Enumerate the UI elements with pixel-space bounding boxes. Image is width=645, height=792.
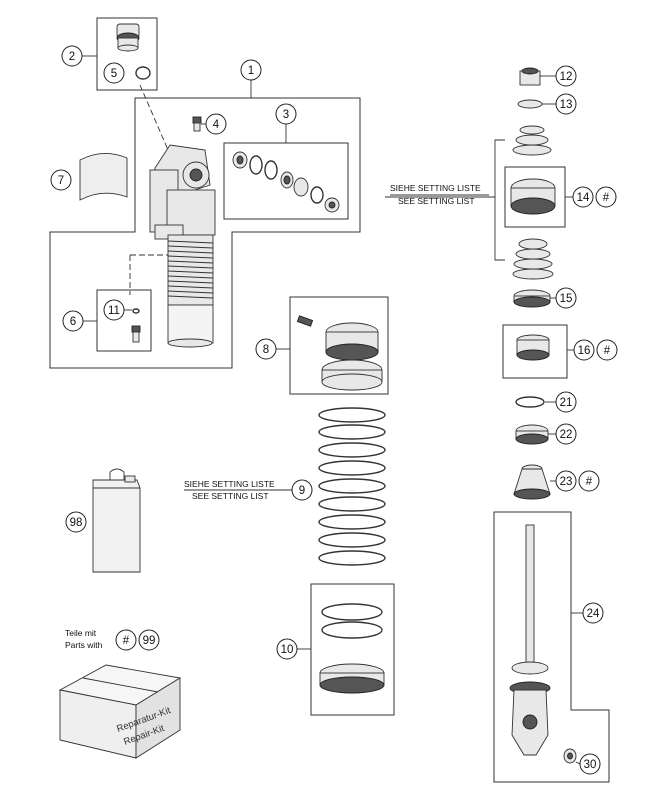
spring-seat-part-10 — [319, 603, 385, 694]
callout-22: 22 — [555, 423, 577, 445]
callout-99: 99 — [138, 629, 160, 651]
callout-3-label: 3 — [283, 109, 289, 121]
bump-rubber-part-23 — [513, 464, 551, 500]
callout-7-label: 7 — [58, 175, 64, 187]
setting-label-spring-en: SEE SETTING LIST — [192, 491, 269, 501]
shock-absorber-body — [149, 144, 216, 348]
callout-8: 8 — [255, 338, 277, 360]
callout-15: 15 — [555, 287, 577, 309]
callout-21: 21 — [555, 391, 577, 413]
callout-98: 98 — [65, 511, 87, 533]
repair-kit-box — [58, 664, 182, 759]
heat-shield-part-7 — [79, 153, 128, 201]
part-15 — [513, 289, 551, 308]
hash-99-label: # — [123, 635, 130, 647]
bushing-part-30 — [563, 748, 577, 764]
seal-kit-part-3 — [232, 151, 340, 213]
hash-14: # — [595, 186, 617, 208]
callout-4: 4 — [205, 113, 227, 135]
callout-1: 1 — [240, 59, 262, 81]
kit-note-line1: Teile mit — [65, 628, 97, 638]
callout-7: 7 — [50, 169, 72, 191]
o-ring-part-5 — [135, 66, 151, 80]
callout-14-label: 14 — [577, 192, 590, 204]
part-22 — [515, 424, 549, 445]
callout-10-label: 10 — [281, 644, 294, 656]
group-10-frame — [310, 583, 395, 716]
hash-23: # — [578, 470, 600, 492]
seal-head-part-16 — [516, 334, 550, 361]
callout-1-label: 1 — [248, 65, 254, 77]
callout-12: 12 — [555, 65, 577, 87]
kit-note-line2: Parts with — [65, 640, 103, 650]
callout-22-label: 22 — [560, 429, 573, 441]
valve-part-6 — [131, 325, 141, 343]
callout-24: 24 — [582, 602, 604, 624]
washer-part-13 — [517, 99, 543, 109]
oil-can-part-98 — [92, 468, 141, 573]
hash-99: # — [115, 629, 137, 651]
callout-4-label: 4 — [213, 119, 220, 131]
callout-21-label: 21 — [560, 397, 573, 409]
callout-6: 6 — [62, 310, 84, 332]
group-2-frame — [96, 17, 158, 91]
main-spring-part-9 — [318, 407, 386, 566]
callout-23: 23 — [555, 470, 577, 492]
callout-5-label: 5 — [111, 68, 117, 80]
callout-9-label: 9 — [299, 485, 305, 497]
group-8-frame — [289, 296, 389, 395]
callout-16: 16 — [573, 339, 595, 361]
callout-12-label: 12 — [560, 71, 573, 83]
setting-label-spring-de: SIEHE SETTING LISTE — [184, 479, 275, 489]
callout-15-label: 15 — [560, 293, 573, 305]
hash-16-label: # — [604, 345, 611, 357]
callout-13-label: 13 — [560, 99, 573, 111]
nut-part-12 — [519, 67, 541, 86]
callout-30-label: 30 — [584, 759, 597, 771]
adjuster-cap-part-2 — [116, 23, 140, 52]
callout-2-label: 2 — [69, 51, 75, 63]
callout-24-label: 24 — [587, 608, 600, 620]
callout-3: 3 — [275, 103, 297, 125]
spring-retainer-part-8 — [296, 315, 383, 391]
callout-2: 2 — [61, 45, 83, 67]
group-24-frame — [493, 511, 610, 783]
group-1-frame — [49, 97, 361, 369]
setting-label-top-de: SIEHE SETTING LISTE — [390, 183, 481, 193]
callout-14: 14 — [572, 186, 594, 208]
piston-rod-part-24 — [509, 524, 551, 756]
shim-stack-upper — [512, 125, 552, 156]
callout-11: 11 — [103, 299, 125, 321]
hash-14-label: # — [603, 192, 610, 204]
callout-5: 5 — [103, 62, 125, 84]
circlip-part-21 — [515, 396, 545, 408]
shim-stack-lower — [512, 238, 554, 280]
callout-99-label: 99 — [143, 635, 156, 647]
group-6-frame — [96, 289, 152, 352]
callout-30: 30 — [579, 753, 601, 775]
callout-16-label: 16 — [578, 345, 591, 357]
washer-part-11 — [132, 308, 140, 314]
hash-16: # — [596, 339, 618, 361]
callout-9: 9 — [291, 479, 313, 501]
callout-11-label: 11 — [108, 305, 120, 317]
callout-13: 13 — [555, 93, 577, 115]
hash-23-label: # — [586, 476, 593, 488]
callout-23-label: 23 — [560, 476, 573, 488]
piston-part-14 — [510, 178, 556, 215]
setting-label-top-en: SEE SETTING LIST — [398, 196, 475, 206]
callout-8-label: 8 — [263, 344, 269, 356]
callout-6-label: 6 — [70, 316, 76, 328]
group-16-frame — [502, 324, 568, 379]
bleed-screw-part-4 — [192, 116, 202, 132]
callout-98-label: 98 — [70, 517, 83, 529]
callout-10: 10 — [276, 638, 298, 660]
